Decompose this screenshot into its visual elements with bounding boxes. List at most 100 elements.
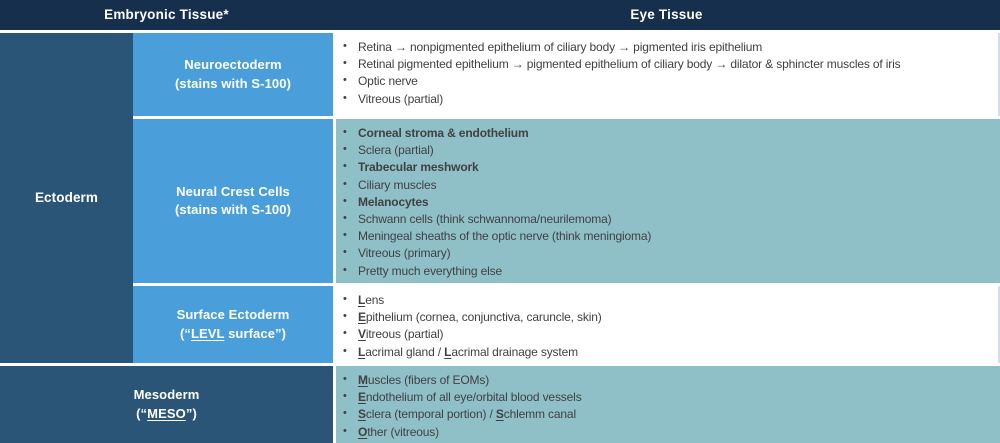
bullet-icon: •: [343, 160, 347, 173]
list-item: • Sclera (temporal portion) / Schlemm can…: [336, 406, 996, 423]
list-item: •Vitreous (primary): [336, 245, 996, 262]
text-segment: (“: [179, 325, 191, 341]
bullet-icon: •: [343, 40, 347, 52]
bullet-text: Corneal stroma & endothelium: [358, 126, 529, 140]
bullet-list: •Muscles (fibers of EOMs)•Endothelium of…: [336, 372, 996, 441]
column-header-eye-tissue: Eye Tissue: [630, 7, 703, 22]
row-divider: [0, 363, 1000, 366]
label-line: (stains with S-100): [175, 75, 291, 94]
list-item: •Optic nerve: [336, 73, 994, 90]
bullet-icon: •: [343, 229, 347, 242]
table-body: Ectoderm Neuroectoderm (stains with S-10…: [0, 33, 1000, 443]
bullet-icon: •: [343, 344, 347, 357]
label-line: Neural Crest Cells: [176, 183, 290, 202]
text-segment: clera (temporal portion) /: [365, 407, 496, 422]
text-segment: pithelium (cornea, conjunctiva, caruncle…: [365, 310, 602, 325]
text-segment: Corneal stroma & endothelium: [358, 126, 529, 140]
bullet-icon: •: [343, 310, 347, 323]
cell-label-neuroectoderm: Neuroectoderm (stains with S-100): [133, 33, 333, 116]
bullet-icon: •: [343, 390, 347, 403]
bullet-icon: •: [343, 57, 347, 70]
cell-content-neuroectoderm: • Retina → nonpigmented epithelium of cil…: [336, 33, 1000, 116]
text-segment: Retina → nonpigmented epithelium of cili…: [358, 40, 763, 54]
text-segment: E: [358, 390, 366, 405]
bullet-icon: •: [343, 194, 347, 207]
bullet-icon: •: [343, 327, 347, 340]
label-line: (“MESO”): [136, 405, 197, 424]
list-item: •Vitreous (partial): [336, 326, 994, 343]
text-segment: Vitreous (primary): [358, 246, 451, 261]
ectoderm-label: Ectoderm: [34, 189, 99, 205]
text-segment: MESO: [147, 405, 186, 421]
text-segment: V: [358, 327, 366, 342]
text-segment: Neural Crest Cells: [176, 183, 290, 199]
text-segment: Neuroectoderm: [184, 57, 282, 72]
text-segment: (“: [136, 405, 148, 421]
text-segment: uscles (fibers of EOMs): [367, 373, 490, 387]
list-item: • Retina → nonpigmented epithelium of cil…: [336, 39, 994, 56]
text-segment: O: [358, 424, 368, 439]
bullet-text: Retinal pigmented epithelium → pigmented…: [358, 57, 901, 71]
bullet-text: Endothelium of all eye/orbital blood ves…: [358, 390, 582, 404]
list-item: • Lacrimal gland / Lacrimal drainage syst…: [336, 344, 994, 361]
text-segment: (stains with S-100): [174, 202, 292, 217]
text-segment: S: [495, 407, 504, 422]
bullet-text: Retina → nonpigmented epithelium of cili…: [358, 40, 762, 54]
bullet-icon: •: [343, 293, 347, 305]
list-item: •Schwann cells (think schwannoma/neurile…: [336, 211, 996, 228]
text-segment: Melanocytes: [358, 194, 429, 209]
bullet-text: Muscles (fibers of EOMs): [358, 373, 489, 387]
text-segment: (stains with S-100): [174, 75, 292, 91]
bullet-text: Epithelium (cornea, conjunctiva, caruncl…: [358, 310, 602, 324]
cell-content-mesoderm: •Muscles (fibers of EOMs)•Endothelium of…: [336, 366, 1000, 443]
list-item: • Meningeal sheaths of the optic nerve (t…: [336, 228, 996, 245]
bullet-list: • Retina → nonpigmented epithelium of cil…: [336, 39, 994, 108]
bullet-text: Vitreous (primary): [358, 246, 451, 261]
cell-label-surface-ectoderm: Surface Ectoderm (“LEVL surface”): [133, 286, 333, 363]
bullet-text: Other (vitreous): [358, 425, 439, 439]
bullet-text: Melanocytes: [358, 194, 429, 209]
label-line: (“LEVL surface”): [180, 325, 286, 344]
text-segment: M: [358, 373, 368, 387]
cell-ectoderm: Ectoderm: [0, 33, 133, 363]
column-divider: [333, 33, 336, 443]
bullet-text: Vitreous (partial): [358, 92, 443, 106]
list-item: •Other (vitreous): [336, 424, 996, 441]
bullet-text: Lacrimal gland / Lacrimal drainage syste…: [358, 345, 578, 359]
list-item: •Muscles (fibers of EOMs): [336, 372, 996, 389]
list-item: • Melanocytes: [336, 194, 996, 211]
cell-label-neural-crest-cells: Neural Crest Cells (stains with S-100): [133, 119, 333, 283]
text-segment: chlemm canal: [503, 407, 576, 422]
row-divider: [133, 116, 1000, 119]
column-header-embryonic-tissue: Embryonic Tissue*: [104, 7, 229, 22]
list-item: •Ciliary muscles: [336, 177, 996, 194]
text-segment: Sclera (partial): [358, 143, 434, 158]
bullet-list: •Lens•Epithelium (cornea, conjunctiva, c…: [336, 292, 994, 361]
list-item: • Epithelium (cornea, conjunctiva, carunc…: [336, 309, 994, 326]
list-item: • Trabecular meshwork: [336, 159, 996, 176]
text-segment: Surface Ectoderm: [176, 307, 290, 322]
bullet-icon: •: [343, 74, 347, 87]
text-segment: L: [358, 344, 366, 359]
list-item: • Retinal pigmented epithelium → pigmente…: [336, 56, 994, 73]
bullet-icon: •: [343, 263, 347, 276]
text-segment: Pretty much everything else: [358, 263, 503, 278]
list-item: •Vitreous (partial): [336, 91, 994, 108]
text-segment: ”): [185, 405, 197, 421]
text-segment: Meningeal sheaths of the optic nerve (th…: [358, 229, 652, 244]
row-divider: [133, 283, 1000, 286]
bullet-text: Sclera (partial): [358, 143, 434, 157]
text-segment: surface”): [224, 325, 287, 341]
bullet-text: Trabecular meshwork: [358, 160, 479, 174]
label-line: Mesoderm: [134, 386, 200, 405]
text-segment: S: [358, 407, 366, 422]
bullet-icon: •: [343, 407, 347, 420]
bullet-icon: •: [343, 177, 347, 190]
text-segment: Mesoderm: [133, 387, 200, 402]
list-item: •Lens: [336, 292, 994, 309]
bullet-icon: •: [343, 143, 347, 156]
list-item: • Pretty much everything else: [336, 263, 996, 280]
bullet-list: • Corneal stroma & endothelium • Sclera (pa…: [336, 125, 996, 280]
text-segment: Retinal pigmented epithelium → pigmented…: [358, 57, 901, 72]
